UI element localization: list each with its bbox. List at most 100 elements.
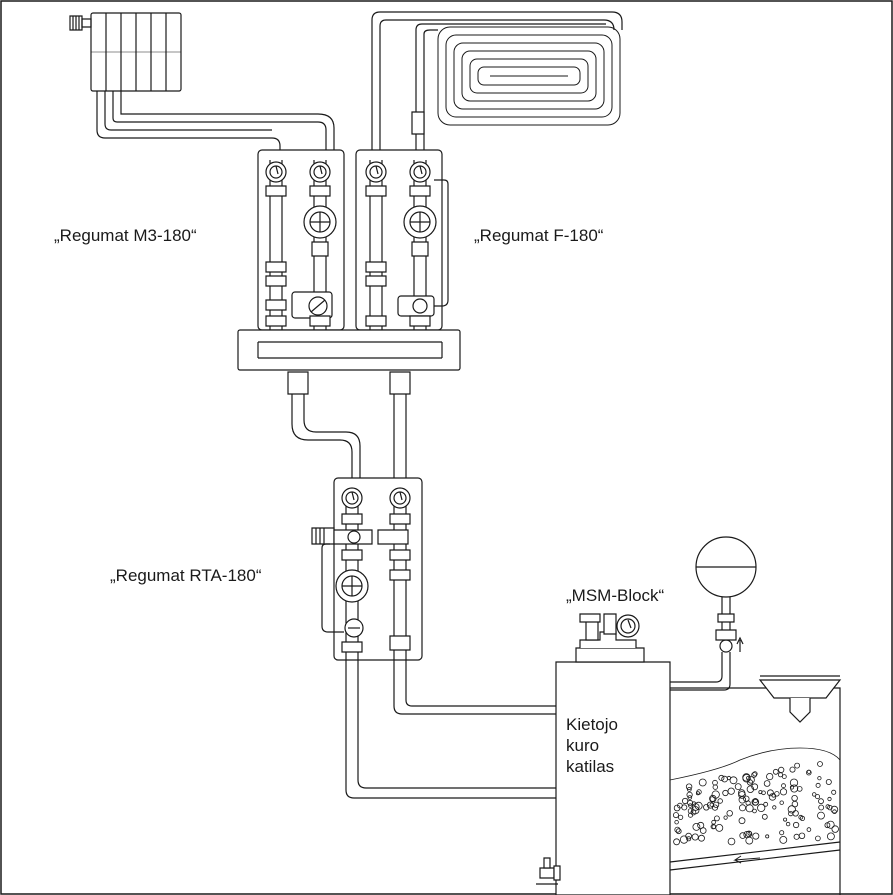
fuel-pebble xyxy=(792,795,798,801)
regumat-rta-module xyxy=(312,478,422,660)
fuel-pebble xyxy=(713,780,718,785)
fuel-pebble xyxy=(782,784,786,788)
fuel-pebble xyxy=(799,815,803,819)
fuel-pebble xyxy=(747,786,754,793)
fuel-pebble xyxy=(762,814,767,819)
fuel-pebble xyxy=(687,787,691,791)
fuel-pebble xyxy=(773,806,776,809)
fuel-pebble xyxy=(712,820,716,824)
fuel-pebble xyxy=(673,813,678,818)
fuel-pebble xyxy=(752,773,757,778)
fuel-pebble xyxy=(727,776,730,779)
fuel-pebble xyxy=(695,802,702,809)
fuel-pile-icon xyxy=(670,748,840,870)
fuel-pebble xyxy=(790,786,793,789)
fuel-pebble xyxy=(739,805,745,811)
fuel-pebble xyxy=(790,767,795,772)
fuel-pebble xyxy=(711,824,716,829)
fuel-pebble xyxy=(676,829,681,834)
fuel-pebble xyxy=(832,826,839,833)
fuel-pebble xyxy=(688,813,692,817)
fuel-pebble xyxy=(780,836,787,843)
fuel-pebble xyxy=(743,774,750,781)
fuel-pebble xyxy=(744,796,750,802)
fuel-pebble xyxy=(716,824,723,831)
fuel-pebble xyxy=(730,777,737,784)
boiler-label-line-1: Kietojo xyxy=(566,715,618,734)
fuel-pebble xyxy=(680,836,687,843)
fuel-pebble xyxy=(739,818,745,824)
fuel-pebble xyxy=(719,775,724,780)
fuel-hopper xyxy=(760,676,840,722)
fuel-pebble xyxy=(782,775,786,779)
fuel-pebble xyxy=(779,767,784,772)
fuel-pebble xyxy=(696,792,699,795)
underfloor-pipes xyxy=(372,12,622,160)
fuel-pebble xyxy=(753,800,759,806)
fuel-pebble xyxy=(752,784,758,790)
fuel-pebble xyxy=(780,789,786,795)
radiator-thermostat-valve-icon xyxy=(70,16,91,30)
fuel-pebble xyxy=(789,811,793,815)
fuel-pebble xyxy=(780,831,784,835)
fuel-pebble xyxy=(828,797,831,800)
fuel-pebble xyxy=(688,796,692,800)
fuel-pebble xyxy=(753,772,757,776)
regumat-f-module xyxy=(356,150,448,330)
fuel-pebble xyxy=(748,777,755,784)
fuel-pebble xyxy=(714,816,719,821)
fuel-pebble xyxy=(699,835,705,841)
fuel-pebble xyxy=(747,780,752,785)
fuel-pebble xyxy=(775,792,780,797)
fuel-pebble xyxy=(712,791,719,798)
fuel-pebble xyxy=(788,806,795,813)
fuel-pebble xyxy=(818,812,825,819)
fuel-pebble xyxy=(746,805,753,812)
fuel-pebble xyxy=(739,797,746,804)
fuel-pebble xyxy=(693,823,700,830)
fuel-pebble xyxy=(799,833,805,839)
regumat-m3-module xyxy=(258,150,344,330)
msm-block-safety-group xyxy=(580,614,639,648)
fuel-pebble xyxy=(793,822,798,827)
fuel-pebble xyxy=(682,798,687,803)
fuel-pebble xyxy=(816,783,820,787)
fuel-pebble xyxy=(722,776,728,782)
expansion-vessel xyxy=(670,537,756,690)
fuel-pebble xyxy=(723,790,728,795)
fuel-pebble xyxy=(833,810,837,814)
fuel-pebble xyxy=(678,815,682,819)
fuel-pebble xyxy=(748,832,752,836)
fuel-pebble xyxy=(682,805,687,810)
fuel-pebble xyxy=(687,837,691,841)
fuel-pebble xyxy=(674,805,680,811)
fuel-pebble xyxy=(828,805,833,810)
fuel-pebble xyxy=(728,838,735,845)
fuel-pebble xyxy=(786,822,790,826)
rta-to-boiler-pipes xyxy=(346,660,556,798)
fuel-pebble xyxy=(767,773,773,779)
fuel-pebble xyxy=(815,795,819,799)
underfloor-heating-loop-icon xyxy=(438,27,620,125)
boiler-label-line-3: katilas xyxy=(566,757,615,776)
fuel-pebble xyxy=(790,779,797,786)
radiator xyxy=(91,13,181,91)
fuel-pebble xyxy=(792,801,798,807)
fuel-pebble xyxy=(812,793,816,797)
radiator-pipes xyxy=(97,91,334,160)
fuel-pebble xyxy=(766,835,769,838)
fuel-pebble xyxy=(795,763,800,768)
fuel-pebble xyxy=(818,777,821,780)
fuel-pebble xyxy=(827,833,834,840)
fuel-pebble xyxy=(827,821,834,828)
fuel-pebble xyxy=(773,769,778,774)
fuel-pebble xyxy=(724,816,727,819)
fuel-pebble xyxy=(727,811,733,817)
fuel-pebble xyxy=(674,839,680,845)
fuel-pebble xyxy=(675,827,680,832)
fuel-pebble xyxy=(686,784,692,790)
fuel-pebble xyxy=(687,792,692,797)
fuel-pebble xyxy=(826,779,831,784)
